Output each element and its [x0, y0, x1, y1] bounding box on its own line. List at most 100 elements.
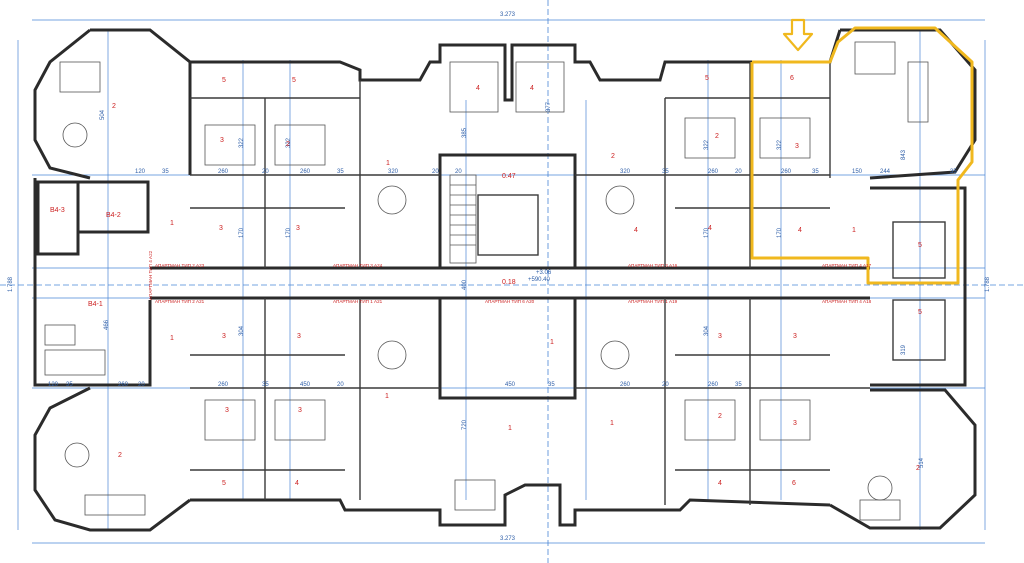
dimension-label: 35 [950, 169, 957, 175]
room-number: 4 [634, 227, 638, 234]
unit-labels: B4-3 B4-2 B4-1 [50, 207, 121, 308]
unit-b4-2: B4-2 [106, 212, 121, 219]
level-upper: 0.47 [502, 173, 516, 180]
elevation-a: +3.06 [536, 270, 552, 276]
level-middle: 0.18 [502, 279, 516, 286]
dimension-label: 322 [286, 137, 292, 148]
room-number: 2 [916, 465, 920, 472]
room-number: 1 [386, 160, 390, 167]
room-number: 3 [219, 225, 223, 232]
dimension-label: 244 [880, 169, 891, 175]
dimension-label: 304 [239, 325, 245, 336]
apt-label-bottom-right-a: АПАРТМАН ТИП 1 А19 [628, 299, 678, 304]
room-number: 4 [798, 227, 802, 234]
dimension-label: 260 [708, 169, 719, 175]
highlighted-apartment [750, 26, 974, 285]
apt-label-bottom-mid: АПАРТМАН ТИП 6 А20 [485, 299, 535, 304]
dimension-label: 322 [704, 139, 710, 150]
apt-label-top-right-b: АПАРТМАН ТИП 4 А17 [822, 263, 872, 268]
dimension-label: 120 [135, 169, 146, 175]
dimension-label: 170 [286, 227, 292, 238]
room-number: 3 [793, 420, 797, 427]
dimension-label: 120 [48, 382, 59, 388]
room-number: 2 [286, 141, 290, 148]
apt-label-top-left-a: АПАРТМАН ТИП 2 А23 [155, 263, 205, 268]
dimension-label: 304 [704, 325, 710, 336]
dimension-label: 320 [388, 169, 399, 175]
room-number: 5 [705, 75, 709, 82]
room-number: 4 [530, 85, 534, 92]
room-number: 5 [918, 242, 922, 249]
unit-b4-3: B4-3 [50, 207, 65, 214]
room-number: 2 [715, 133, 719, 140]
dimension-label: 400 [462, 279, 468, 290]
room-number: 4 [295, 480, 299, 487]
room-number: 5 [292, 77, 296, 84]
overall-width-top: 3.273 [500, 12, 516, 18]
dimension-label: 450 [505, 382, 516, 388]
level-marks: 0.47 0.18 +3.06 +590.40 [502, 173, 552, 286]
dimension-label: 385 [462, 127, 468, 138]
dimension-label: 322 [239, 137, 245, 148]
room-number: 1 [852, 227, 856, 234]
room-number: 1 [170, 220, 174, 227]
room-number: 5 [222, 480, 226, 487]
room-number: 1 [385, 393, 389, 400]
dimension-label: 720 [462, 419, 468, 430]
dimension-label: 260 [118, 382, 129, 388]
dimension-label: 35 [812, 169, 819, 175]
side-height-left: 1.788 [8, 276, 14, 292]
dimension-label: 20 [337, 382, 344, 388]
room-number: 3 [222, 333, 226, 340]
apartment-labels: АПАРТМАН ТИП 2 А23 АПАРТМАН ТИП 3 А24 АП… [148, 250, 872, 304]
room-number: 1 [508, 425, 512, 432]
room-number: 3 [795, 143, 799, 150]
unit-b4-1: B4-1 [88, 301, 103, 308]
dimension-label: 260 [218, 169, 229, 175]
dimension-label: 20 [262, 169, 269, 175]
room-number: 4 [718, 480, 722, 487]
side-height-right: 1.788 [985, 276, 991, 292]
room-number: 6 [790, 75, 794, 82]
apt-label-bottom-left-a: АПАРТМАН ТИП 2 А21 [155, 299, 205, 304]
room-number: 5 [222, 77, 226, 84]
overall-width-bottom: 3.273 [500, 536, 516, 542]
room-number: 1 [170, 335, 174, 342]
dimension-label: 170 [704, 227, 710, 238]
dimension-label: 170 [777, 227, 783, 238]
dimension-label: 35 [162, 169, 169, 175]
building-walls [33, 28, 977, 532]
dimension-label: 20 [455, 169, 462, 175]
dimension-label: 466 [104, 319, 110, 330]
dimension-label: 20 [138, 382, 145, 388]
dimension-label: 260 [781, 169, 792, 175]
room-number: 2 [118, 452, 122, 459]
room-number: 3 [220, 137, 224, 144]
dimension-label: 35 [735, 382, 742, 388]
room-number: 3 [718, 333, 722, 340]
dimension-label: 260 [620, 382, 631, 388]
apt-label-bottom-right-b: АПАРТМАН ТИП 4 А18 [822, 299, 872, 304]
room-number: 2 [611, 153, 615, 160]
dimension-label: 20 [432, 169, 439, 175]
apt-label-left-vertical: АПАРТМАН ТИП 4 А22 [148, 250, 153, 300]
dimension-label: 35 [662, 169, 669, 175]
room-number: 4 [708, 225, 712, 232]
dimension-label: 150 [852, 169, 863, 175]
dimension-label: 20 [662, 382, 669, 388]
room-number: 3 [296, 225, 300, 232]
room-number: 6 [792, 480, 796, 487]
room-number: 4 [476, 85, 480, 92]
dimension-label: 322 [777, 139, 783, 150]
room-number: 3 [225, 407, 229, 414]
down-arrow-icon [782, 18, 814, 52]
dimension-label: 35 [548, 382, 555, 388]
dimension-label: 35 [337, 169, 344, 175]
dimension-label: 377 [546, 101, 552, 112]
apt-label-top-right-a: АПАРТМАН ТИП 3 А16 [628, 263, 678, 268]
dimension-label: 260 [708, 382, 719, 388]
dimension-label: 35 [66, 382, 73, 388]
room-number: 2 [112, 103, 116, 110]
